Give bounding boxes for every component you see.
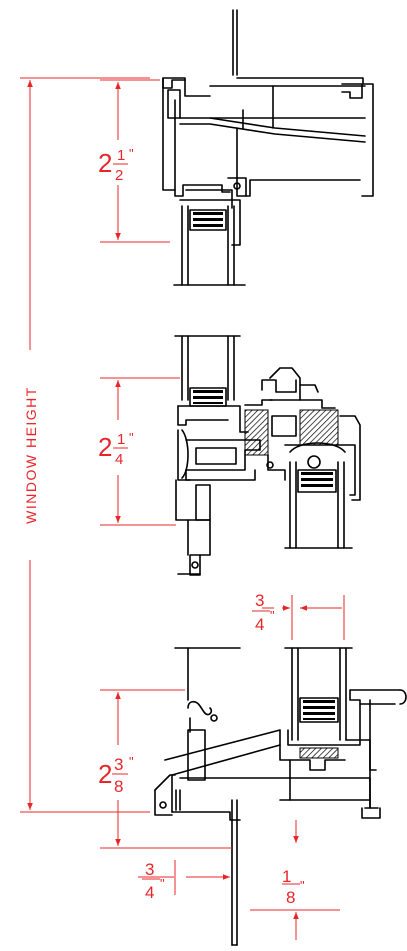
sill-flange-den: 4 [145,883,154,902]
meeting-dim-num: 1 [117,431,125,448]
sash-offset-dimension: 3 4 " [252,591,345,640]
window-height-dimension: WINDOW HEIGHT [20,77,150,813]
meeting-rail-section [174,335,361,576]
sill-dimension: 2 3 8 " [98,689,232,849]
head-section [162,9,374,286]
sill-leg-unit: " [300,878,305,893]
sill-dim-whole: 2 [98,759,112,789]
sill-flange-unit: " [160,876,165,891]
sill-leg-den: 8 [286,888,295,907]
window-height-label: WINDOW HEIGHT [23,386,39,524]
meeting-rail-dimension: 2 1 4 " [98,377,180,526]
meeting-dim-whole: 2 [98,432,112,462]
sill-flange-num: 3 [145,860,154,879]
head-dim-num: 1 [117,147,125,164]
sill-section [154,647,407,946]
head-dim-unit: " [129,146,134,161]
sash-offset-unit: " [270,608,275,623]
sill-flange-dimension: 3 4 " [138,860,230,902]
head-dim-den: 2 [115,167,123,184]
sill-dim-den: 8 [114,777,123,796]
head-dim-whole: 2 [98,148,112,178]
meeting-dim-unit: " [129,430,134,445]
sill-leg-dimension: 1 8 " [250,820,340,940]
sill-dim-num: 3 [114,755,123,774]
sill-leg-whole: 1 [282,867,291,886]
sill-dim-unit: " [129,754,134,769]
head-dimension: 2 1 2 " [98,79,170,243]
meeting-dim-den: 4 [115,451,123,468]
sash-offset-num: 3 [255,591,264,610]
sash-offset-den: 4 [255,615,264,634]
